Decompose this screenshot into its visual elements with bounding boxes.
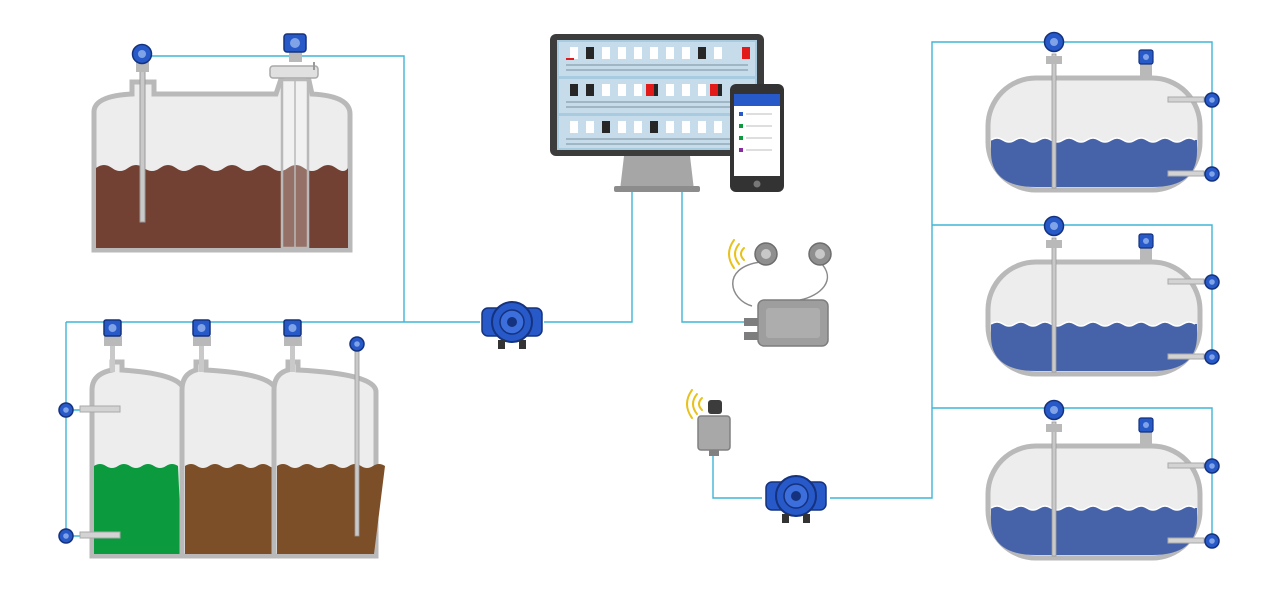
pressure-transmitter-icon xyxy=(1138,49,1154,65)
wire-horizontal-low xyxy=(932,407,1213,543)
wireless-signal-icon xyxy=(728,239,745,269)
pressure-transmitter-icon xyxy=(1138,233,1154,249)
temperature-sensor-icon xyxy=(1204,166,1220,182)
pressure-transmitter-icon xyxy=(103,319,122,337)
horizontal-tank-3 xyxy=(985,399,1220,561)
horizontal-tank-1 xyxy=(985,31,1220,193)
radar-level-transmitter-icon xyxy=(349,336,365,352)
product-tank-brown-2 xyxy=(271,319,385,559)
wire-gateway-to-monitor xyxy=(681,192,752,323)
product-tank-green xyxy=(58,319,187,559)
temperature-sensor-icon xyxy=(1204,274,1220,290)
product-tank-brown-1 xyxy=(179,319,281,559)
dashboard-panels xyxy=(559,42,755,148)
temperature-sensor-icon xyxy=(1204,349,1220,365)
pressure-sensor-icon xyxy=(58,402,74,418)
flow-meter-icon xyxy=(765,475,827,524)
temperature-sensor-icon xyxy=(1204,458,1220,474)
flow-meter-icon xyxy=(481,301,543,350)
radar-level-transmitter-icon xyxy=(1043,399,1065,421)
radar-level-transmitter-icon xyxy=(131,43,153,72)
wireless-gateway-icon xyxy=(732,242,832,347)
smartphone-icon xyxy=(730,84,784,192)
wire-horizontal-bus xyxy=(830,41,1213,499)
monitor-icon xyxy=(550,34,764,192)
temperature-sensor-icon xyxy=(1204,533,1220,549)
wire-wireless-to-flow xyxy=(712,454,762,499)
horizontal-tank-2 xyxy=(985,215,1220,377)
radar-level-transmitter-icon xyxy=(269,33,319,79)
radar-level-transmitter-icon xyxy=(1043,31,1065,53)
pressure-sensor-icon xyxy=(58,528,74,544)
radar-level-transmitter-icon xyxy=(1043,215,1065,237)
wireless-signal-icon xyxy=(686,389,703,419)
pressure-transmitter-icon xyxy=(1138,417,1154,433)
pressure-transmitter-icon xyxy=(283,319,302,337)
wire-to-monitor xyxy=(544,192,633,323)
wireless-transmitter-icon xyxy=(697,400,731,456)
pressure-transmitter-icon xyxy=(192,319,211,337)
wire-horizontal-mid xyxy=(932,224,1213,360)
wire-crude-tank xyxy=(142,55,405,322)
crude-oil-storage-tank xyxy=(91,33,353,253)
temperature-sensor-icon xyxy=(1204,92,1220,108)
